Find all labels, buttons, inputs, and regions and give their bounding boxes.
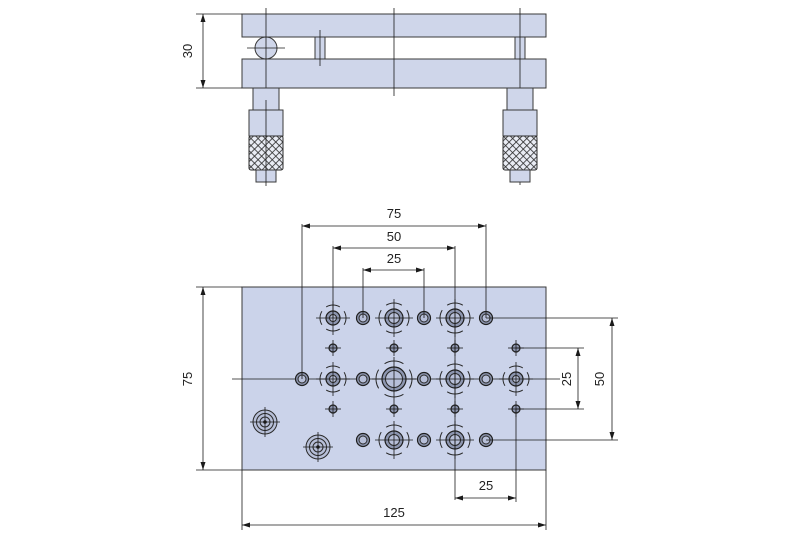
dim-height-30: 30 (180, 13, 242, 89)
dim-125-bottom-label: 125 (383, 505, 405, 520)
dim-25-bottom-label: 25 (479, 478, 493, 493)
dim-30-label: 30 (180, 44, 195, 58)
dim-right-25: 25 (516, 347, 584, 410)
top-view: 75 50 25 75 (180, 206, 618, 530)
dim-50-right-label: 50 (592, 372, 607, 386)
dim-left-75: 75 (180, 286, 242, 471)
dim-50-top-label: 50 (387, 229, 401, 244)
dim-bottom-125: 125 (241, 470, 547, 530)
dim-75-top-label: 75 (387, 206, 401, 221)
dim-75-left-label: 75 (180, 372, 195, 386)
side-view: 30 (180, 8, 547, 186)
dim-25-right-label: 25 (559, 372, 574, 386)
dim-top-25: 25 (362, 251, 425, 318)
dim-bottom-25: 25 (455, 409, 517, 502)
dim-25-top-label: 25 (387, 251, 401, 266)
dim-right-50: 50 (486, 317, 618, 441)
dim-top-50: 50 (332, 229, 456, 500)
micrometer-left (248, 87, 284, 186)
micrometer-right (502, 87, 538, 183)
dim-top-75: 75 (301, 206, 487, 379)
